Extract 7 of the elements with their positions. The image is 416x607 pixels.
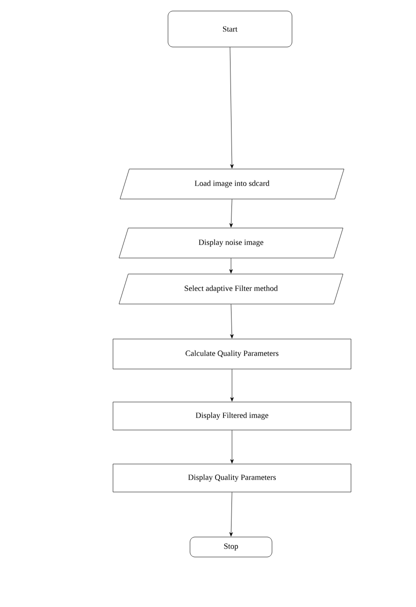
arrow: [229, 199, 233, 228]
arrow: [230, 369, 234, 402]
arrow: [229, 492, 233, 536]
arrow: [230, 430, 234, 464]
arrow: [230, 47, 234, 168]
arrow: [229, 258, 233, 274]
arrow: [230, 304, 234, 338]
